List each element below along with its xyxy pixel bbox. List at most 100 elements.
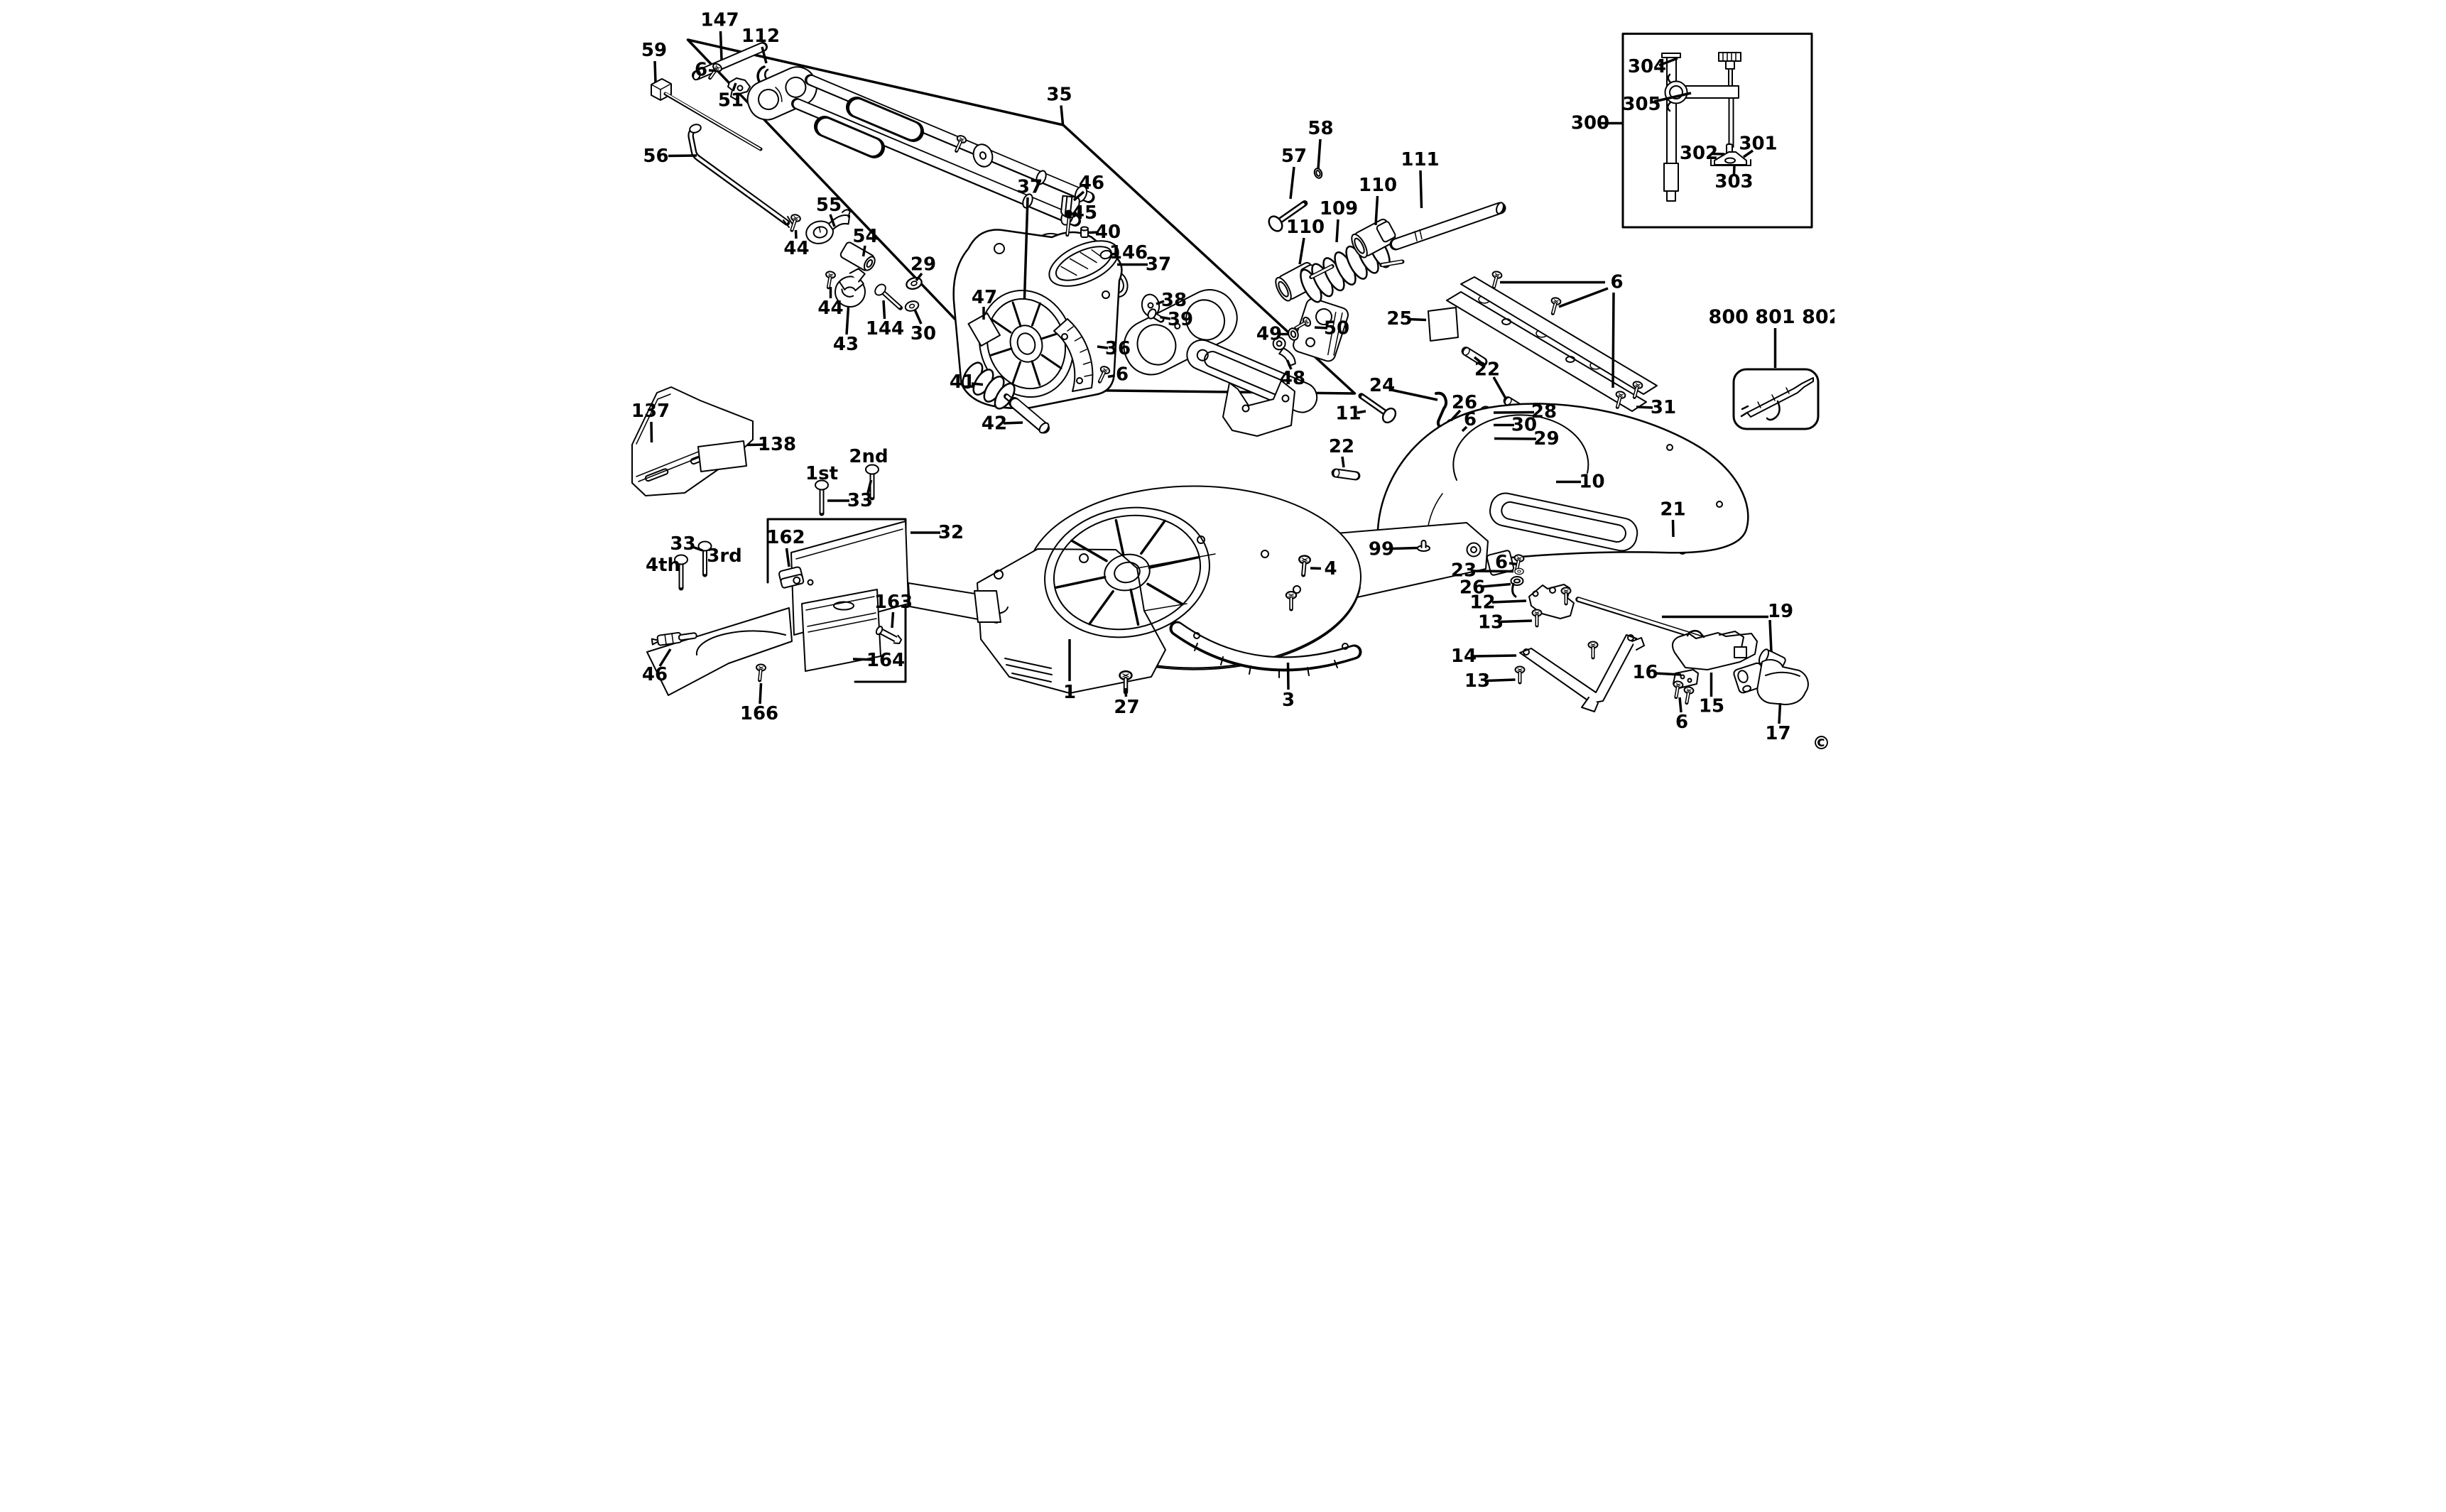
bolt-1st xyxy=(815,481,828,514)
leader-line-16 xyxy=(1654,672,1682,676)
part-label-44-10: 44 xyxy=(817,298,843,319)
part-label-164-86: 164 xyxy=(866,650,905,671)
leader-line-305 xyxy=(1653,92,1692,103)
leader-line-54 xyxy=(861,245,866,257)
part-label-37-21: 37 xyxy=(1146,254,1171,276)
leader-line-6 xyxy=(1678,697,1683,713)
part-label-42-27: 42 xyxy=(982,413,1007,435)
leader-line-17 xyxy=(1778,702,1782,724)
screw-6d2 xyxy=(1682,686,1694,703)
leader-line-23 xyxy=(1473,570,1514,573)
sticker-25 xyxy=(1428,307,1459,342)
fence-rail-31 xyxy=(1446,271,1658,412)
washer-49 xyxy=(1288,327,1299,341)
part-label-46-87: 46 xyxy=(642,664,668,685)
part-label-13-63: 13 xyxy=(1478,612,1504,633)
part-label-©-89: © xyxy=(1812,733,1831,754)
part-label-50-29: 50 xyxy=(1324,318,1349,339)
part-label-57-31: 57 xyxy=(1281,146,1307,167)
pin-163 xyxy=(875,626,903,645)
leader-line-46 xyxy=(658,648,672,667)
leader-line-48 xyxy=(1285,359,1293,370)
part-label-302-40: 302 xyxy=(1680,143,1718,164)
part-label-109-35: 109 xyxy=(1320,198,1358,219)
part-label-166-88: 166 xyxy=(740,703,778,724)
leader-line-163 xyxy=(891,611,895,629)
leader-line-110 xyxy=(1298,237,1305,265)
leader-line-144 xyxy=(882,300,886,320)
part-label-6-3: 6 xyxy=(695,60,707,81)
leader-line-46 xyxy=(1072,190,1085,202)
leader-line-6 xyxy=(1461,425,1468,433)
leader-line-22 xyxy=(1492,376,1507,399)
part-label-29-54: 29 xyxy=(1533,428,1559,450)
part-label-10-56: 10 xyxy=(1579,472,1604,493)
sticker-138 xyxy=(697,440,747,472)
knob-17 xyxy=(1733,659,1809,705)
leader-line-37 xyxy=(1023,197,1029,299)
part-label-58-32: 58 xyxy=(1308,118,1333,139)
part-label-55-7: 55 xyxy=(816,195,842,216)
part-label-44-8: 44 xyxy=(783,238,809,259)
leader-line-24 xyxy=(1391,388,1438,401)
leader-line-166 xyxy=(759,682,763,705)
leader-line-164 xyxy=(852,658,876,661)
part-label-33-79: 33 xyxy=(847,490,873,511)
screw-13b xyxy=(1516,667,1525,683)
part-label-300-37: 300 xyxy=(1571,113,1609,134)
eyelet-26b xyxy=(1510,576,1524,598)
part-label-144-12: 144 xyxy=(866,318,904,339)
cam-43 xyxy=(835,268,866,308)
leader-line-6 xyxy=(1558,287,1609,308)
part-label-111-33: 111 xyxy=(1401,149,1439,170)
leader-line-4 xyxy=(1310,567,1322,570)
leader-line-43 xyxy=(845,306,850,335)
part-label-26-61: 26 xyxy=(1460,577,1485,599)
leader-line-26 xyxy=(1482,582,1511,588)
part-label-37-16: 37 xyxy=(1017,177,1043,198)
part-label-32-84: 32 xyxy=(938,522,964,543)
part-label-163-85: 163 xyxy=(874,592,913,613)
part-label-6-60: 6 xyxy=(1495,552,1508,573)
clip-162 xyxy=(778,566,805,589)
screw-13a xyxy=(1533,610,1542,626)
part-label-43-11: 43 xyxy=(833,334,859,355)
part-label-4-74: 4 xyxy=(1324,558,1337,580)
leader-line-22 xyxy=(1473,356,1483,364)
leader-line-137 xyxy=(650,421,653,443)
lever-55 xyxy=(805,209,851,244)
part-label-305-39: 305 xyxy=(1622,94,1660,115)
part-label-6-51: 6 xyxy=(1464,409,1477,430)
slide-rails xyxy=(746,66,1095,227)
leader-line-38 xyxy=(1156,300,1165,305)
pin-40 xyxy=(1080,226,1089,238)
sleeve-54 xyxy=(839,241,876,271)
leader-line-147 xyxy=(719,31,723,60)
pivot-bracket-right xyxy=(1293,298,1349,362)
leader-line-112 xyxy=(761,46,768,64)
leader-line-44 xyxy=(794,229,798,239)
part-label-21-57: 21 xyxy=(1660,499,1685,521)
part-label-23-59: 23 xyxy=(1451,560,1477,582)
leader-line-111 xyxy=(1419,170,1423,209)
leader-line-162 xyxy=(785,548,790,567)
part-label-47-15: 47 xyxy=(972,287,997,308)
part-label-110-36: 110 xyxy=(1286,217,1325,238)
leader-line-36 xyxy=(1097,345,1109,349)
leader-line-57 xyxy=(1289,166,1295,200)
leader-line-33 xyxy=(866,479,873,494)
part-label-36-24: 36 xyxy=(1105,338,1131,359)
part-label-4th-81: 4th xyxy=(646,555,680,576)
part-label-304-38: 304 xyxy=(1628,56,1666,77)
leader-line-29 xyxy=(915,272,923,282)
assembly-35-boundary xyxy=(686,38,1357,395)
bolt-144 xyxy=(873,283,904,312)
part-label-17-70: 17 xyxy=(1765,723,1790,744)
part-label-14-64: 14 xyxy=(1451,646,1477,667)
bracket-51 xyxy=(727,77,751,100)
leader-line-39 xyxy=(1160,315,1171,320)
lever-48 xyxy=(1272,337,1296,367)
part-label-800 801 802-43: 800 801 802 xyxy=(1709,306,1835,328)
nut-23 xyxy=(1514,567,1524,575)
